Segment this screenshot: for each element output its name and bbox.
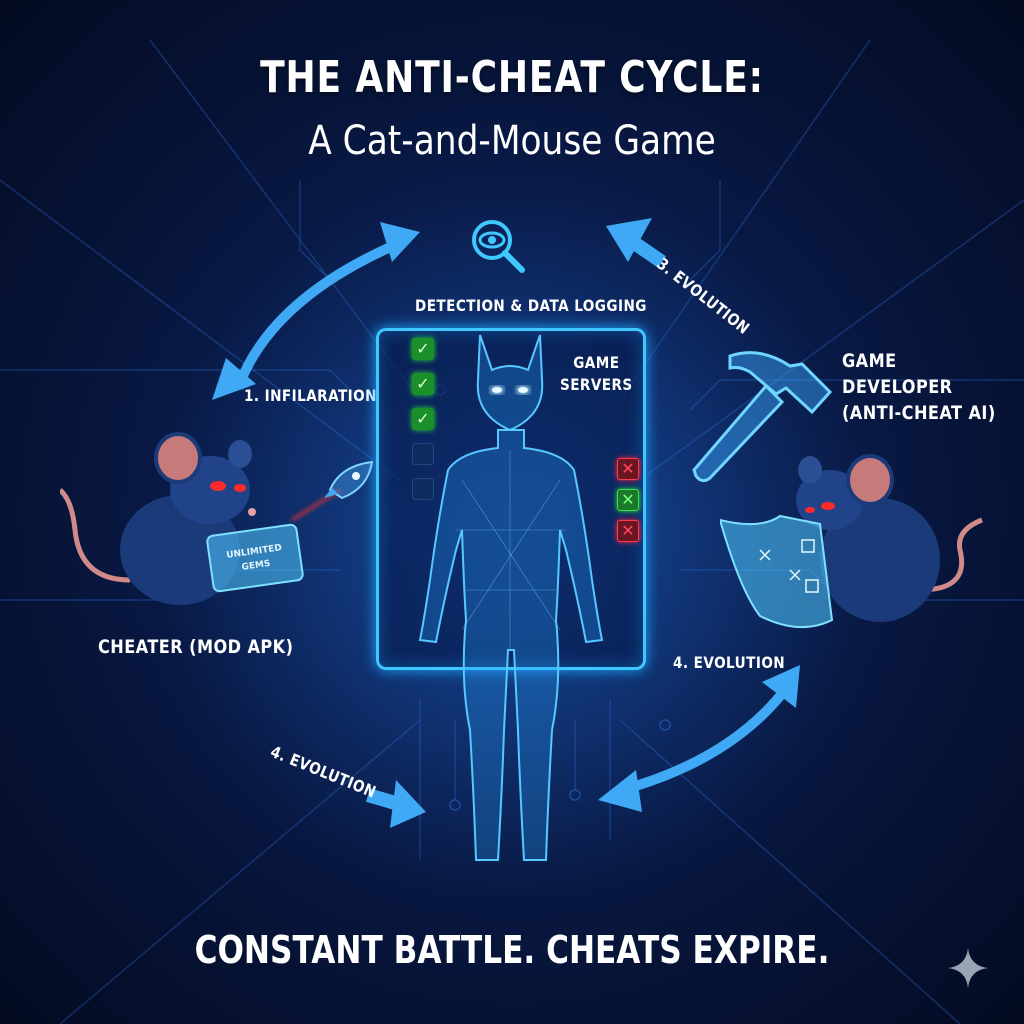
- status-marks: ✕ ✕ ✕: [617, 458, 639, 542]
- sparkle-icon: [948, 948, 988, 988]
- svg-text:GEMS: GEMS: [241, 559, 271, 573]
- step4-right-label: 4. EVOLUTION: [673, 653, 786, 672]
- rocket-icon: [324, 460, 374, 500]
- tablet-icon: [206, 523, 304, 593]
- magnifier-eye-icon: [472, 220, 525, 273]
- footer-tagline: CONSTANT BATTLE. CHEATS EXPIRE.: [194, 928, 830, 972]
- hammer-icon: [692, 351, 833, 483]
- check-icon: ✓: [412, 408, 434, 430]
- check-icon: ✓: [412, 338, 434, 360]
- game-servers-label: GAME SERVERS: [560, 353, 633, 394]
- detection-label: DETECTION & DATA LOGGING: [415, 296, 647, 315]
- blueprint-icon: [720, 514, 834, 629]
- developer-label: GAME DEVELOPER (ANTI-CHEAT AI): [842, 350, 996, 424]
- developer-rat-illustration: [720, 454, 983, 629]
- x-red-icon: ✕: [617, 520, 639, 542]
- empty-checkbox-icon: [412, 478, 434, 500]
- cheater-label: CHEATER (MOD APK): [98, 636, 294, 658]
- check-list: ✓ ✓ ✓: [412, 338, 434, 500]
- step1-label: 1. INFILARATION: [244, 386, 377, 405]
- x-red-icon: ✕: [617, 458, 639, 480]
- cheater-rat-illustration: UNLIMITED GEMS: [60, 432, 304, 605]
- wireframe-cat-figure: [418, 334, 604, 861]
- page-subtitle: A Cat-and-Mouse Game: [308, 118, 716, 164]
- x-green-icon: ✕: [617, 489, 639, 511]
- check-icon: ✓: [412, 373, 434, 395]
- page-title: THE ANTI-CHEAT CYCLE:: [260, 52, 764, 103]
- empty-checkbox-icon: [412, 443, 434, 465]
